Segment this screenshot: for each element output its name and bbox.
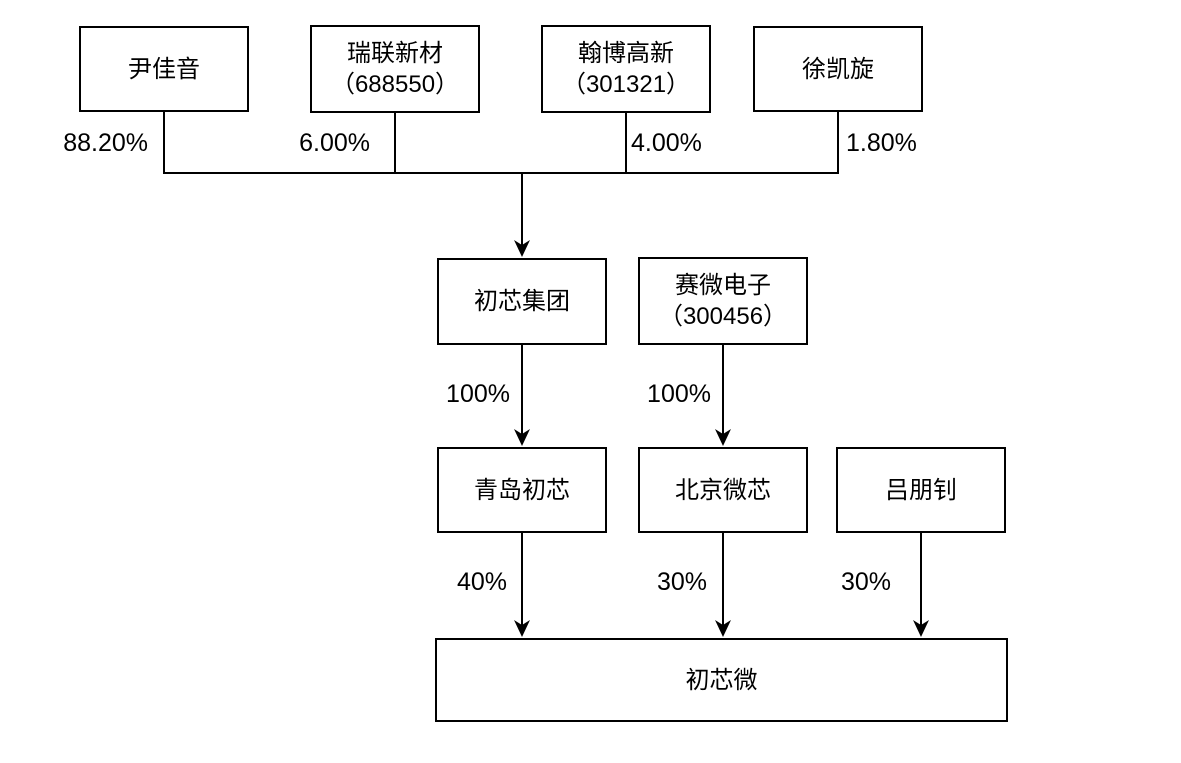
edge-label-lvpengzhao-pct: 30% [840, 568, 891, 596]
node-saiwei-electronics: 赛微电子 （300456） [638, 257, 808, 345]
node-label: 赛微电子 [675, 272, 771, 299]
node-label: 翰博高新 [578, 40, 674, 67]
node-label: 初芯集团 [474, 288, 570, 315]
arrowhead-lvpengzhao-to-chuxinwei [913, 620, 929, 637]
node-label: 青岛初芯 [474, 476, 570, 504]
node-stock-code: （300456） [658, 303, 788, 330]
arrowhead-qingdao-to-chuxinwei [514, 620, 530, 637]
node-chuxinwei: 初芯微 [435, 638, 1008, 722]
node-stock-code: （301321） [561, 71, 691, 98]
node-label: 初芯微 [685, 666, 758, 694]
edge-label-qingdao-pct: 40% [456, 568, 507, 596]
node-chuxin-group: 初芯集团 [437, 258, 607, 345]
node-shareholder-xukaixuan: 徐凯旋 [753, 26, 923, 112]
edge-label-ruilian-pct: 6.00% [299, 129, 370, 157]
arrowhead-saiwei-to-beijing [715, 429, 731, 446]
arrowhead-bus-to-group [514, 240, 530, 257]
node-qingdao-chuxin: 青岛初芯 [437, 447, 607, 533]
edge-label-group-pct: 100% [446, 380, 510, 408]
node-label: 吕朋钊 [885, 476, 957, 504]
edge-label-beijing-pct: 30% [656, 568, 707, 596]
arrowhead-beijing-to-chuxinwei [715, 620, 731, 637]
arrowhead-group-to-qingdao [514, 429, 530, 446]
node-shareholder-yinjiayin: 尹佳音 [79, 26, 249, 112]
node-label: 徐凯旋 [802, 55, 874, 83]
edge-label-saiwei-pct: 100% [647, 380, 711, 408]
node-label: 尹佳音 [128, 55, 200, 83]
edge-label-yinjiayin-pct: 88.20% [63, 129, 148, 157]
edge-label-xukaixuan-pct: 1.80% [846, 129, 917, 157]
node-label: 北京微芯 [675, 476, 771, 504]
edge-label-hanbo-pct: 4.00% [631, 129, 702, 157]
node-label: 瑞联新材 [347, 40, 443, 67]
node-shareholder-lvpengzhao: 吕朋钊 [836, 447, 1006, 533]
node-shareholder-ruilian: 瑞联新材 （688550） [310, 25, 480, 113]
node-stock-code: （688550） [330, 71, 460, 98]
node-beijing-weixin: 北京微芯 [638, 447, 808, 533]
node-shareholder-hanbo: 翰博高新 （301321） [541, 25, 711, 113]
